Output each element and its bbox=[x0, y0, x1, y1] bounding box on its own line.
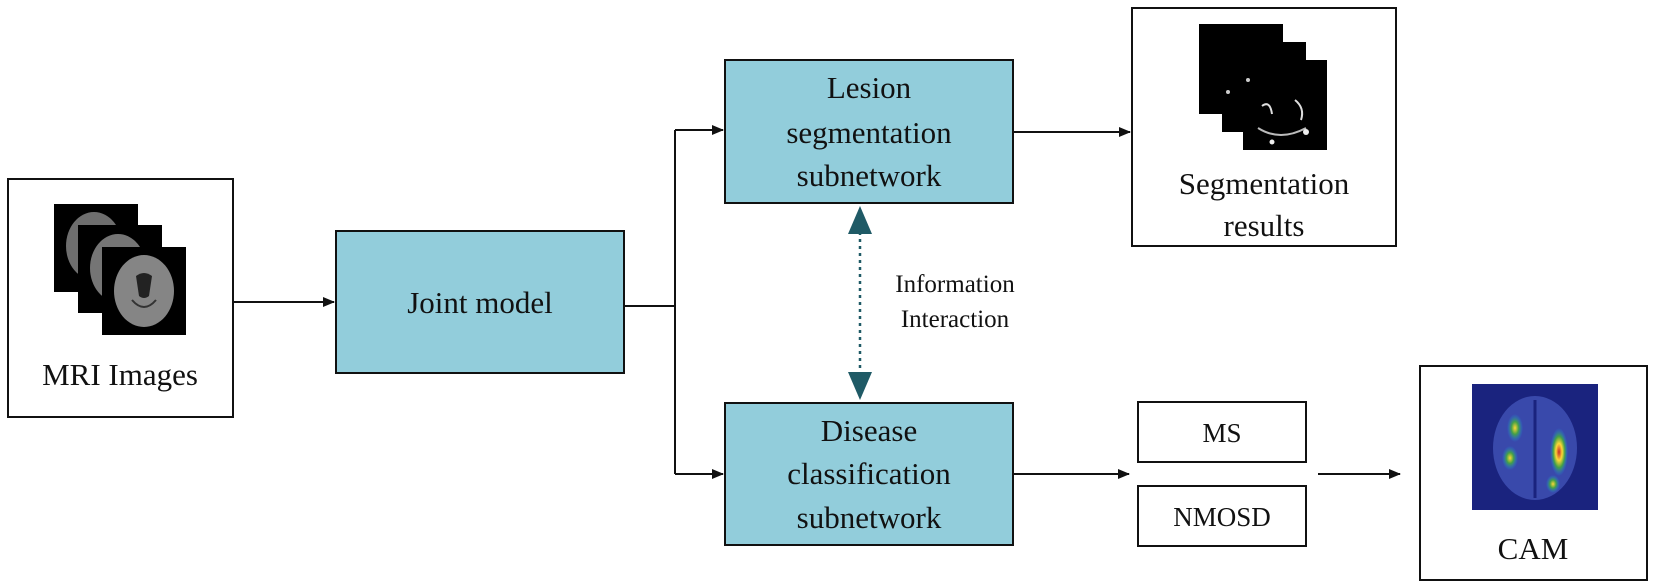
ms-label: MS bbox=[1202, 418, 1241, 448]
lesion-label-line-3: subnetwork bbox=[797, 158, 942, 193]
disease-classification-node: Disease classification subnetwork bbox=[724, 402, 1014, 546]
disease-label-line-1: Disease bbox=[821, 413, 917, 448]
mri-stack-icon bbox=[54, 204, 186, 335]
lesion-segmentation-node: Lesion segmentation subnetwork bbox=[724, 59, 1014, 204]
segmentation-results-line-2: results bbox=[1224, 208, 1305, 243]
joint-model-node: Joint model bbox=[335, 230, 625, 374]
segmentation-results-node: Segmentation results bbox=[1131, 7, 1397, 247]
segmentation-stack-icon bbox=[1199, 24, 1327, 150]
ms-node: MS bbox=[1137, 401, 1307, 463]
disease-label-line-2: classification bbox=[787, 456, 951, 491]
lesion-label-line-1: Lesion bbox=[827, 70, 912, 105]
cam-heatmap-icon bbox=[1472, 384, 1598, 510]
disease-label-line-3: subnetwork bbox=[797, 500, 942, 535]
mri-images-label: MRI Images bbox=[42, 357, 198, 392]
nmosd-node: NMOSD bbox=[1137, 485, 1307, 547]
interaction-double-arrow bbox=[848, 206, 872, 400]
joint-model-label: Joint model bbox=[407, 285, 553, 320]
mri-images-node: MRI Images bbox=[7, 178, 234, 418]
nmosd-label: NMOSD bbox=[1173, 502, 1271, 532]
interaction-label-line-1: Information bbox=[895, 271, 1015, 298]
cam-node: CAM bbox=[1419, 365, 1648, 581]
interaction-label-line-2: Interaction bbox=[901, 306, 1010, 333]
segmentation-results-line-1: Segmentation bbox=[1179, 166, 1350, 201]
cam-label: CAM bbox=[1498, 531, 1569, 566]
lesion-label-line-2: segmentation bbox=[786, 115, 952, 150]
